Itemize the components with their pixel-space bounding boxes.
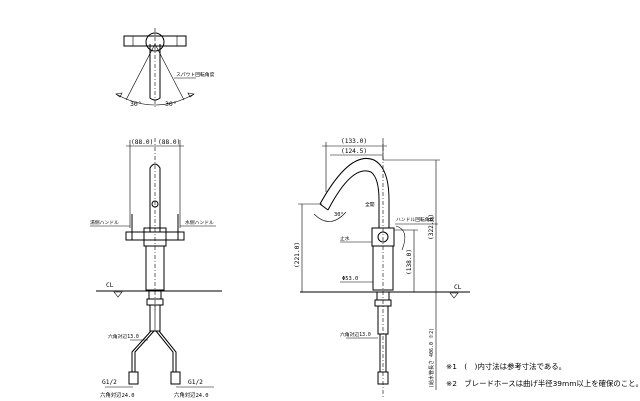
front-view-column	[145, 245, 165, 291]
side-view: (133.0) (124.5) 30° 全開 止水 ハンドル回転角度 Φ53.0…	[294, 138, 470, 398]
side-handle-knob	[377, 231, 389, 243]
top-angle-left: 30°	[130, 100, 142, 108]
top-view-body-circle	[145, 32, 165, 52]
side-cl-label: CL	[454, 284, 462, 291]
side-mark-open: 全開	[365, 201, 375, 208]
cold-supply-hose	[158, 330, 177, 372]
front-hex-width-upper: 六角対辺13.0	[108, 333, 139, 340]
hot-handle-label: 湯側ハンドル	[90, 219, 119, 226]
side-dim-133: (133.0)	[341, 138, 367, 145]
side-handle-rotation-label: ハンドル回転角度	[396, 216, 435, 223]
front-view-spout	[149, 163, 161, 232]
note-1: ※1 ( )内寸法は参考寸法である。	[446, 362, 567, 371]
front-view: (88.0) (88.0) 湯側ハンドル 水側ハンドル CL G1/2	[90, 138, 222, 399]
side-dim-406: (給水管長さ 406.0 ※2)	[428, 328, 435, 388]
side-dim-138: (138.0)	[406, 249, 413, 275]
hex-width-left: 六角対辺24.0	[100, 391, 135, 399]
spout-rotation-label: スパウト回転角度	[176, 71, 215, 78]
side-dim-322: (322.0)	[428, 214, 435, 240]
side-dim-53: Φ53.0	[342, 276, 358, 282]
front-dim-left: (88.0)	[131, 139, 153, 146]
side-hex-width: 六角対辺13.0	[340, 331, 371, 338]
side-dim-124-5: (124.5)	[341, 148, 367, 155]
side-mark-hot: 止水	[340, 235, 350, 242]
front-dim-right: (88.0)	[158, 139, 180, 146]
thread-left: G1/2	[102, 379, 117, 386]
hex-width-right: 六角対辺24.0	[174, 391, 209, 399]
thread-right: G1/2	[188, 379, 203, 386]
side-dim-221: (221.0)	[294, 242, 301, 268]
front-view-handle-body	[125, 231, 185, 241]
top-angle-right: 30°	[165, 100, 177, 108]
side-view-column	[372, 245, 394, 291]
front-cl-label: CL	[106, 282, 114, 289]
note-2: ※2 ブレードホースは曲げ半径39mm以上を確保のこと。	[446, 379, 640, 388]
side-angle-30: 30°	[334, 212, 344, 218]
side-view-spout	[319, 158, 390, 228]
top-view: 30° 30° スパウト回転角度	[115, 28, 215, 108]
hot-supply-hose	[131, 330, 152, 372]
cold-handle-label: 水側ハンドル	[185, 219, 214, 226]
